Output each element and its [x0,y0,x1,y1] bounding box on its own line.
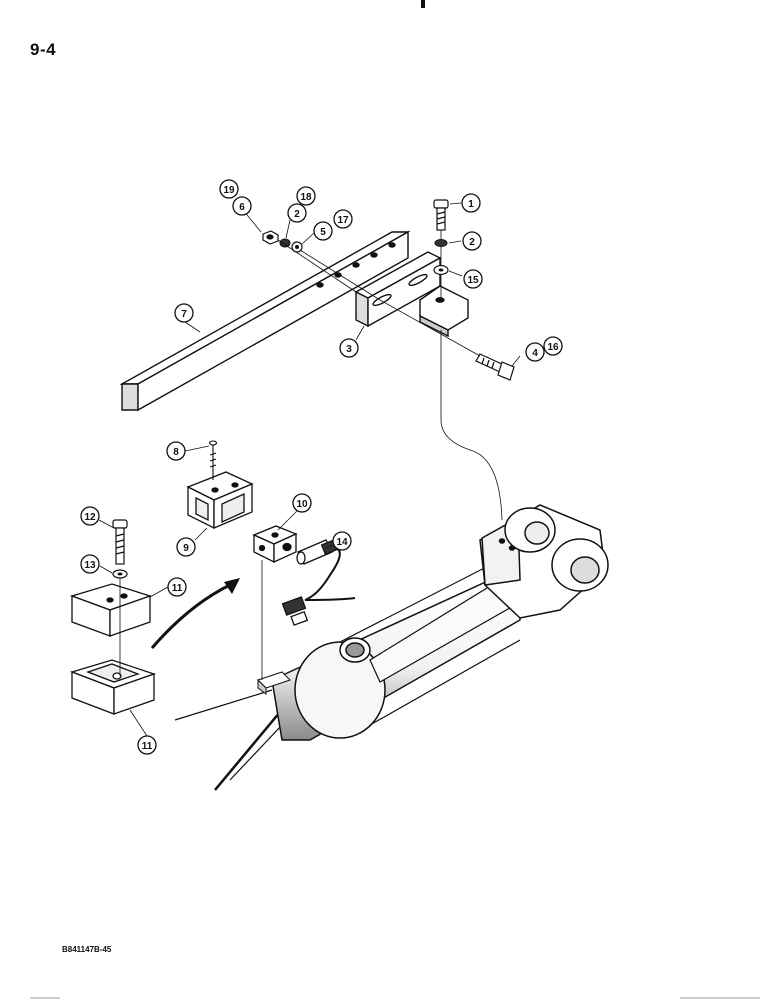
svg-text:2: 2 [294,209,300,220]
svg-text:11: 11 [172,583,183,594]
leader-lines-bottom [98,445,333,737]
wear-pad-part-11-upper [69,583,153,637]
callout-9: 9 [176,537,196,557]
svg-text:5: 5 [320,227,326,238]
callout-6: 6 [232,196,252,216]
callout-3: 3 [339,338,359,358]
nut-part-6 [262,230,279,245]
svg-text:11: 11 [142,741,153,752]
install-direction-arrow [150,578,240,649]
sensor-block-part-10 [252,525,298,564]
callout-5: 5 [313,221,333,241]
callout-4: 4 [525,342,545,362]
svg-text:18: 18 [300,192,312,203]
hydraulic-cylinder [174,504,609,791]
svg-text:13: 13 [84,560,96,571]
svg-text:3: 3 [346,344,352,355]
svg-text:6: 6 [239,202,245,213]
bracket-part-9 [186,471,254,530]
bolt-part-8 [208,440,218,480]
callout-13: 13 [80,554,100,574]
callout-11-lower: 11 [137,735,157,755]
svg-text:15: 15 [467,275,479,286]
page-number: 9-4 [30,40,57,59]
bar-part-7 [119,230,411,412]
callout-7: 7 [174,303,194,323]
svg-text:9: 9 [183,543,189,554]
svg-text:12: 12 [84,512,96,523]
callout-1: 1 [461,193,481,213]
svg-text:2: 2 [469,237,475,248]
bolt-part-12 [112,519,128,565]
svg-text:10: 10 [296,499,308,510]
washer-part-13 [112,569,128,579]
callout-8: 8 [166,441,186,461]
bolt-part-4 [475,353,515,381]
callout-19: 19 [219,179,239,199]
svg-text:16: 16 [547,342,559,353]
leader-lines-top [184,202,521,521]
svg-text:8: 8 [173,447,179,458]
callout-10: 10 [292,493,312,513]
top-edge-mark [421,0,425,8]
callout-18: 18 [296,186,316,206]
bracket-part-3 [354,251,469,338]
svg-text:19: 19 [223,185,235,196]
callout-2-left: 2 [287,203,307,223]
lock-washer-part-2-right [434,239,448,247]
svg-text:4: 4 [532,348,538,359]
callout-15: 15 [463,269,483,289]
callout-17: 17 [333,209,353,229]
callout-2-right: 2 [462,231,482,251]
washer-part-5 [291,241,303,253]
callout-16: 16 [543,336,563,356]
svg-text:14: 14 [336,537,348,548]
sensor-part-14 [281,538,356,626]
callout-12: 12 [80,506,100,526]
bolt-part-1 [433,199,449,231]
lock-washer-part-2-left [279,238,291,248]
wear-pad-part-11-lower [69,659,157,715]
washer-part-15 [433,264,449,276]
svg-text:1: 1 [468,199,474,210]
svg-text:7: 7 [181,309,187,320]
figure-reference-code: B841147B-45 [62,945,112,954]
callout-14: 14 [332,531,352,551]
callout-11-upper: 11 [167,577,187,597]
svg-text:17: 17 [337,215,349,226]
